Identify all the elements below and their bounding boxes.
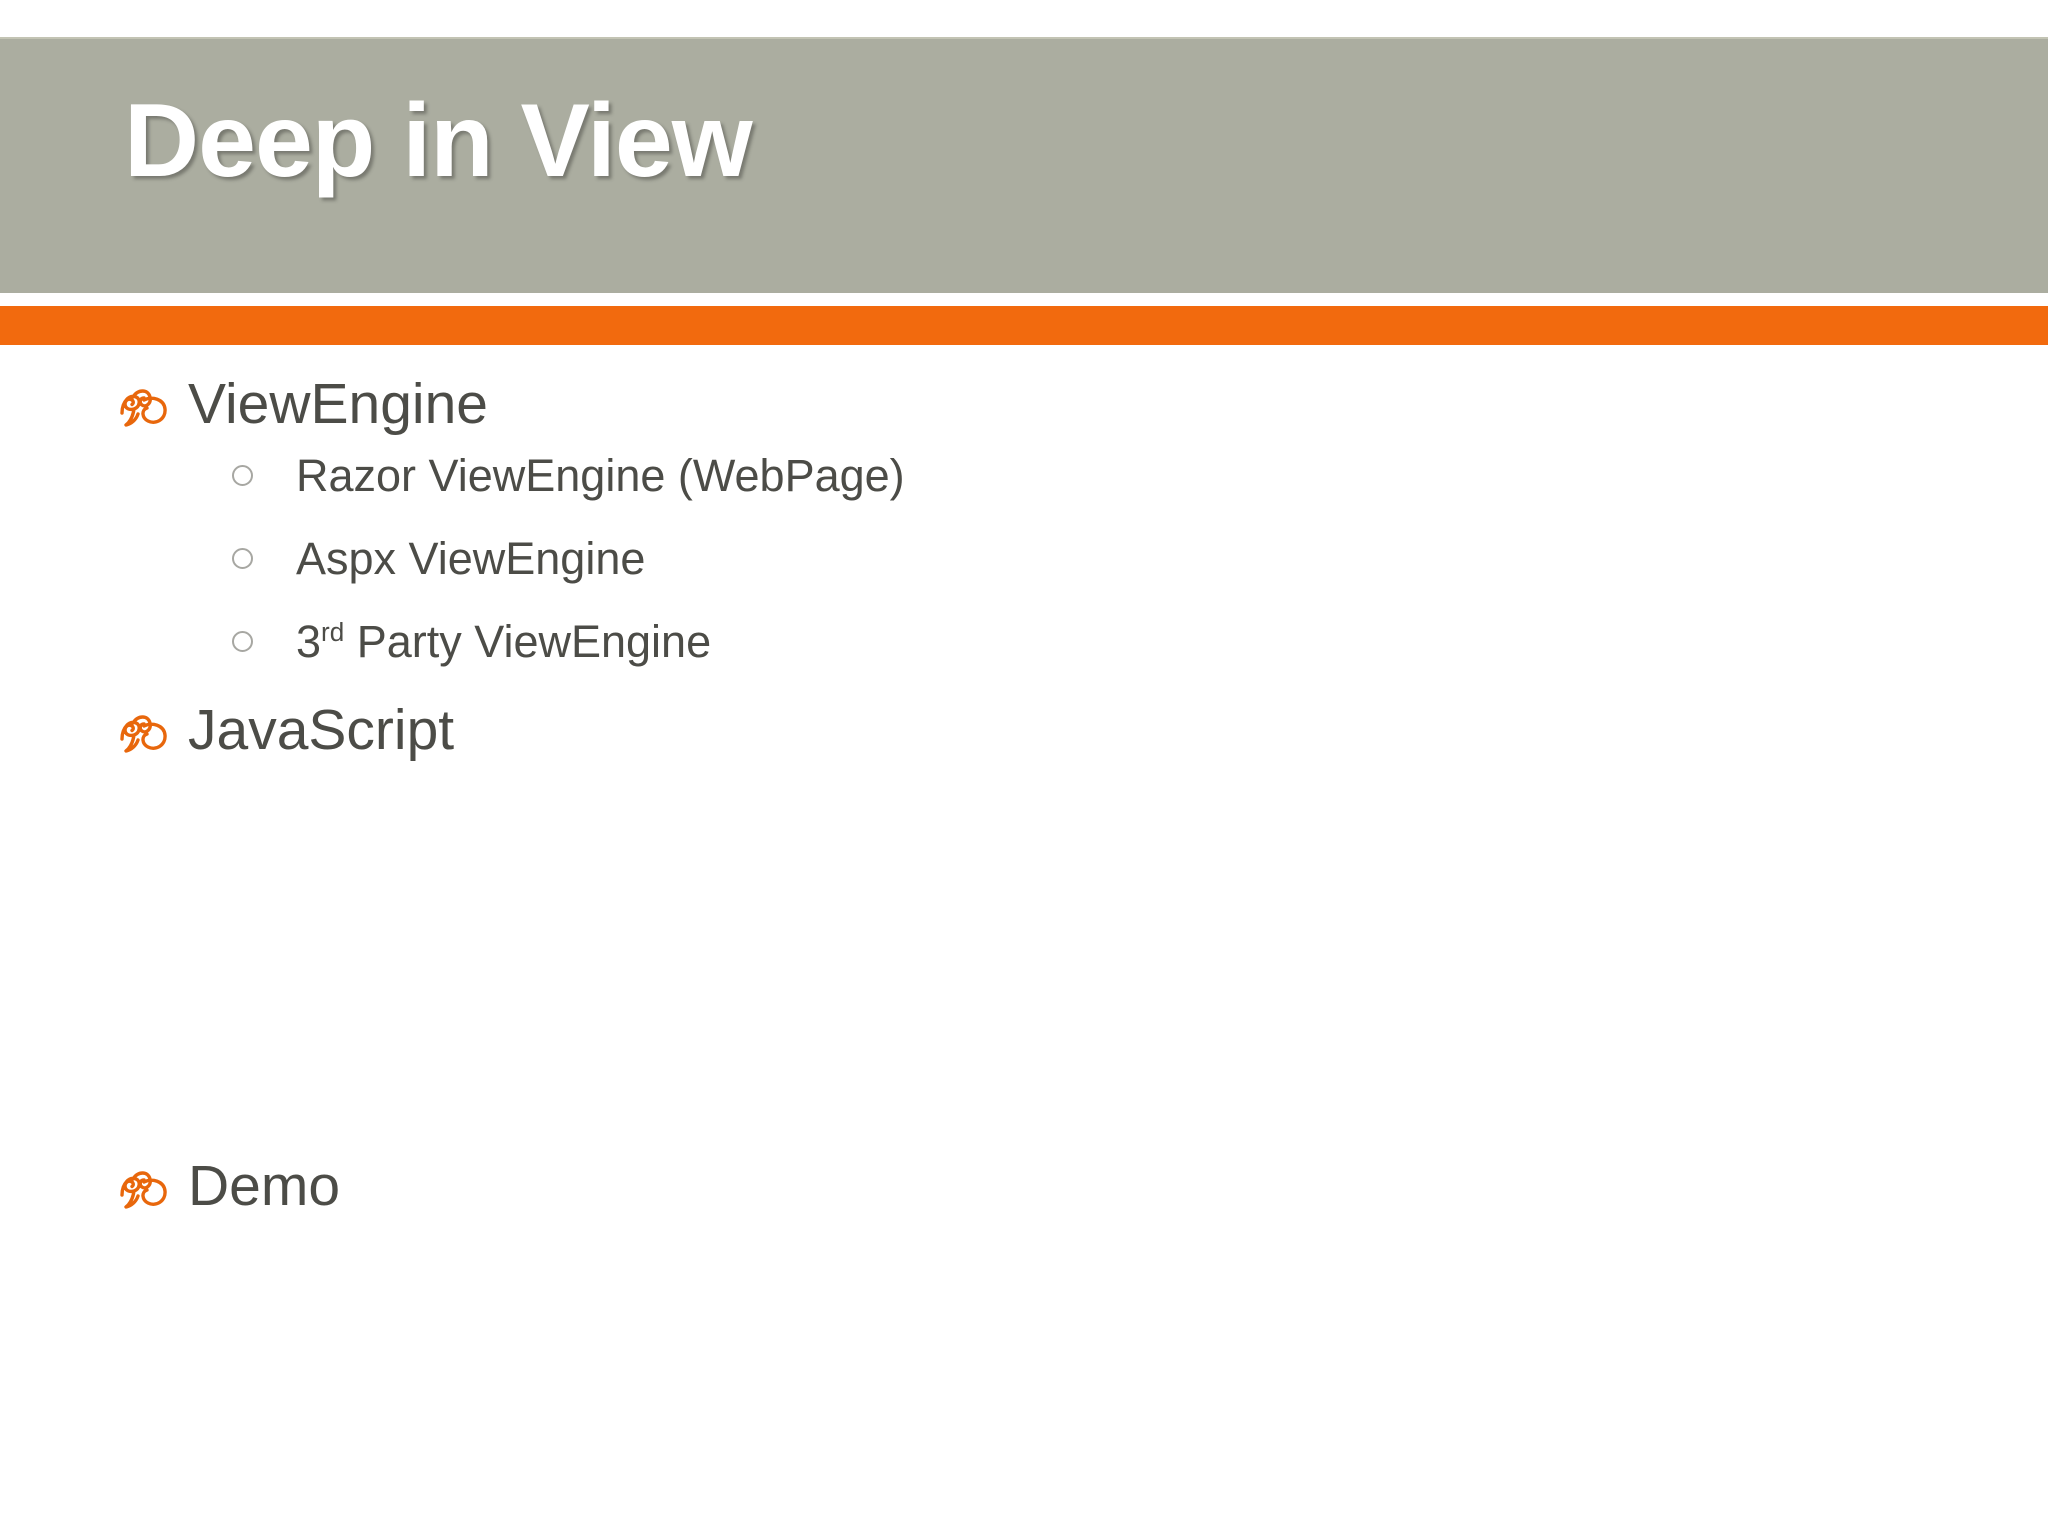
title-band: Deep in View: [0, 37, 2048, 295]
accent-separator-gap: [0, 293, 2048, 306]
list-item: Aspx ViewEngine: [228, 535, 645, 582]
ordinal-superscript: rd: [321, 617, 345, 647]
list-item: ViewEngine: [118, 372, 489, 436]
list-item-label: JavaScript: [188, 698, 455, 762]
list-item: Razor ViewEngine (WebPage): [228, 452, 905, 499]
content-body: ViewEngine Razor ViewEngine (WebPage) As…: [0, 345, 2048, 1536]
list-item-label: Aspx ViewEngine: [296, 533, 646, 584]
accent-bar: [0, 306, 2048, 345]
list-item-label-prefix: 3: [296, 616, 322, 667]
list-item: Demo: [118, 1154, 341, 1218]
list-item-label-suffix: Party ViewEngine: [344, 616, 712, 667]
list-item-label: Razor ViewEngine (WebPage): [296, 450, 905, 501]
list-item: 3rd Party ViewEngine: [228, 618, 711, 665]
list-item-label: Demo: [188, 1154, 341, 1218]
list-item: JavaScript: [118, 698, 455, 762]
list-item-label: 3rd Party ViewEngine: [296, 618, 711, 665]
page-title: Deep in View: [124, 83, 753, 199]
list-item-label: ViewEngine: [188, 372, 489, 436]
